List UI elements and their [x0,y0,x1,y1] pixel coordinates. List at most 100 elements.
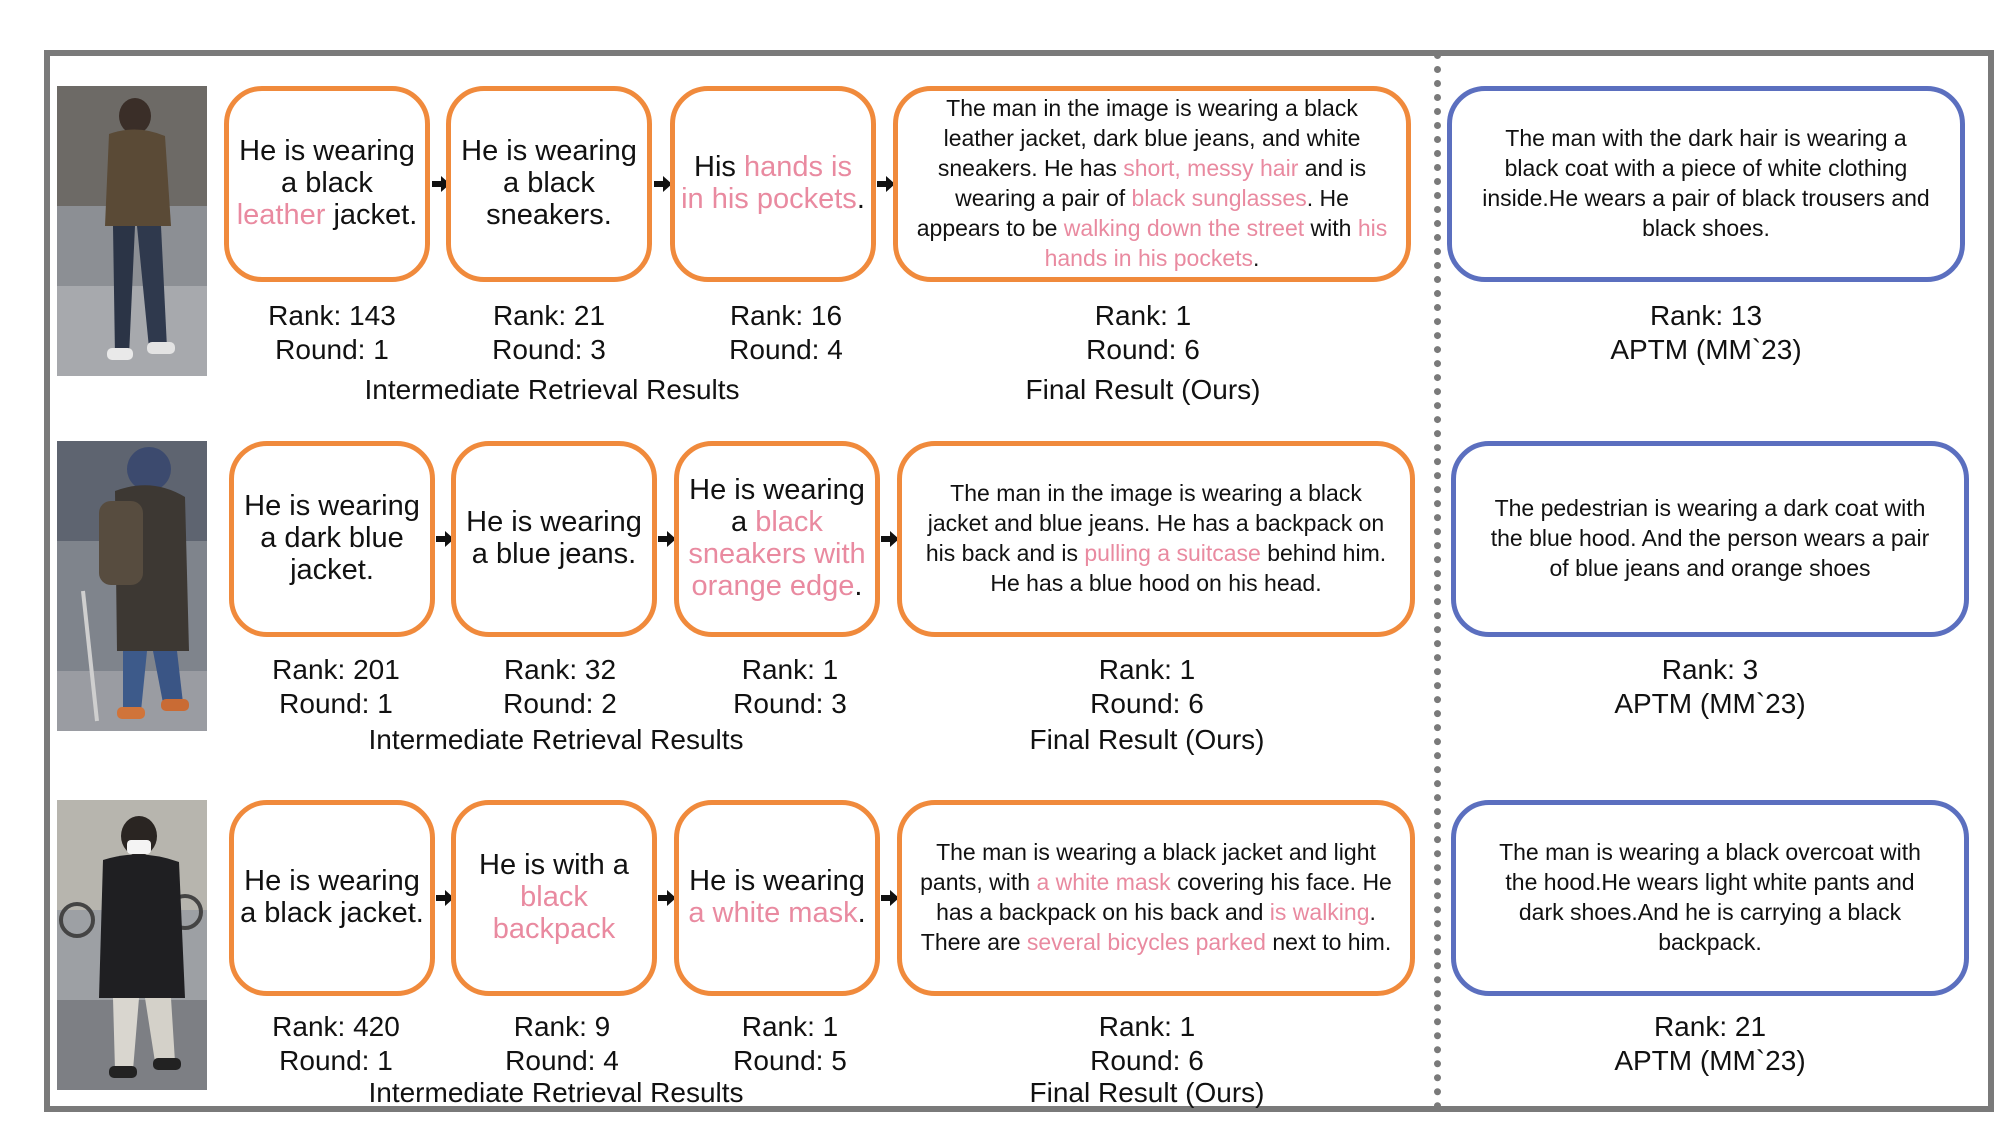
text-span: His [694,151,744,184]
highlight-span: several bicycles parked [1026,928,1266,955]
highlight-span: is walking [1269,899,1370,925]
text-span: and is wearing a pair of [955,155,1367,211]
text-span: . [1253,244,1260,271]
arrow-icon [658,531,676,547]
query-box: He is wearing a black sneakers with oran… [674,441,880,637]
text-span: He is wearing [689,865,865,898]
baseline-box: The pedestrian is wearing a dark coat wi… [1451,441,1969,637]
round-label: Round: 3 [492,334,606,365]
query-text: He is wearing a white mask. [685,865,869,930]
round-label: Round: 4 [505,1045,619,1076]
highlight-span: leather [236,198,326,231]
rank-label: Rank: 9 [513,1011,611,1042]
text-span: He is wearing a black sneakers. [461,135,637,231]
query-box: He is wearing a black leather jacket. [224,86,430,282]
highlight-span: a white mask [688,897,858,929]
dotted-divider [1434,52,1441,1110]
text-span: He is wearing a blue jeans. [466,506,642,570]
arrow-icon [436,531,454,547]
text-span: The man in the image is wearing a black … [925,480,1385,566]
text-span: He is wearing a [689,474,865,539]
round-label: Round: 3 [733,688,847,719]
rank-label: Rank: 1 [1098,654,1196,685]
text-span: He is wearing a black jacket. [240,865,424,929]
round-label: Round: 1 [279,1045,393,1076]
rank-label: Rank: 32 [503,654,617,685]
rank-label: Rank: 1 [1098,1011,1196,1042]
arrow-icon [654,176,672,192]
baseline-description: The pedestrian is wearing a dark coat wi… [1490,495,1930,581]
query-box: He is wearing a dark blue jacket. [229,441,435,637]
query-text: He is wearing a dark blue jacket. [240,490,424,587]
text-span: covering his face. He has a backpack on … [936,869,1392,925]
query-box: He is wearing a white mask. [674,800,880,996]
final-result-box: The man in the image is wearing a black … [893,86,1411,282]
example-row-2: He is wearing a dark blue jacket. He is … [0,441,2016,781]
arrow-icon [881,531,899,547]
query-text: His hands is in his pockets. [681,151,865,216]
baseline-box: The man with the dark hair is wearing a … [1447,86,1965,282]
query-text: He is wearing a black sneakers with oran… [685,474,869,603]
highlight-span: a white mask [1036,869,1171,896]
highlight-span: walking down the street [1063,214,1305,241]
query-text: He is wearing a blue jeans. [462,506,646,571]
rank-label: Rank: 201 [272,654,400,685]
highlight-span: his hands in his pockets [1044,214,1388,271]
pedestrian-photo-1 [57,86,207,376]
rank-label: Rank: 21 [492,300,606,331]
query-text: He is wearing a black leather jacket. [235,135,419,232]
rank-label: Rank: 1 [741,654,839,685]
text-span: The man in the image is wearing a black … [937,95,1361,182]
round-label: Round: 1 [279,688,393,719]
example-row-3: He is wearing a black jacket. He is with… [0,800,2016,1140]
baseline-box: The man is wearing a black overcoat with… [1451,800,1969,996]
round-label: Round: 2 [503,688,617,719]
final-result-label: Final Result (Ours) [1029,1077,1265,1108]
highlight-span: black sneakers with orange edge [688,506,866,602]
baseline-rank-label: Rank: 3 [1661,654,1759,685]
text-span: . [856,183,865,215]
text-span: The man is wearing a black jacket and li… [920,839,1376,896]
query-text: He is wearing a black sneakers. [457,135,641,232]
baseline-method-label: APTM (MM`23) [1614,1045,1806,1076]
round-label: Round: 6 [1086,334,1200,365]
intermediate-results-label: Intermediate Retrieval Results [368,724,744,755]
query-box: His hands is in his pockets. [670,86,876,282]
arrow-icon [877,176,895,192]
text-span: jacket. [325,198,418,231]
final-result-label: Final Result (Ours) [1025,374,1261,405]
baseline-rank-label: Rank: 21 [1653,1011,1767,1042]
query-box: He is wearing a black sneakers. [446,86,652,282]
final-result-label: Final Result (Ours) [1029,724,1265,755]
rank-label: Rank: 143 [268,300,396,331]
round-label: Round: 5 [733,1045,847,1076]
pedestrian-photo-2 [57,441,207,731]
text-span: He is wearing a dark blue jacket. [244,490,420,586]
text-span: . [857,897,866,929]
arrow-icon [432,176,450,192]
baseline-rank-label: Rank: 13 [1649,300,1763,331]
final-result-box: The man is wearing a black jacket and li… [897,800,1415,996]
rank-label: Rank: 16 [729,300,843,331]
query-box: He is wearing a blue jeans. [451,441,657,637]
rank-label: Rank: 420 [272,1011,400,1042]
round-label: Round: 6 [1090,1045,1204,1076]
highlight-span: black backpack [492,881,616,945]
highlight-span: pulling a suitcase [1084,540,1261,566]
query-text: He is with a black backpack [462,849,646,946]
query-box: He is wearing a black jacket. [229,800,435,996]
arrow-icon [881,890,899,906]
final-description: The man in the image is wearing a black … [916,94,1388,273]
final-result-box: The man in the image is wearing a black … [897,441,1415,637]
round-label: Round: 4 [729,334,843,365]
text-span: next to him. [1265,928,1392,955]
highlight-span: hands is in his pockets [681,151,857,215]
baseline-description: The man is wearing a black overcoat with… [1499,839,1921,955]
highlight-span: black sunglasses [1131,185,1307,211]
baseline-method-label: APTM (MM`23) [1610,334,1802,365]
highlight-span: short, messy hair [1123,155,1299,182]
round-label: Round: 1 [275,334,389,365]
final-description: The man in the image is wearing a black … [920,479,1392,599]
figure-frame [44,50,1994,1112]
query-text: He is wearing a black jacket. [240,865,424,930]
